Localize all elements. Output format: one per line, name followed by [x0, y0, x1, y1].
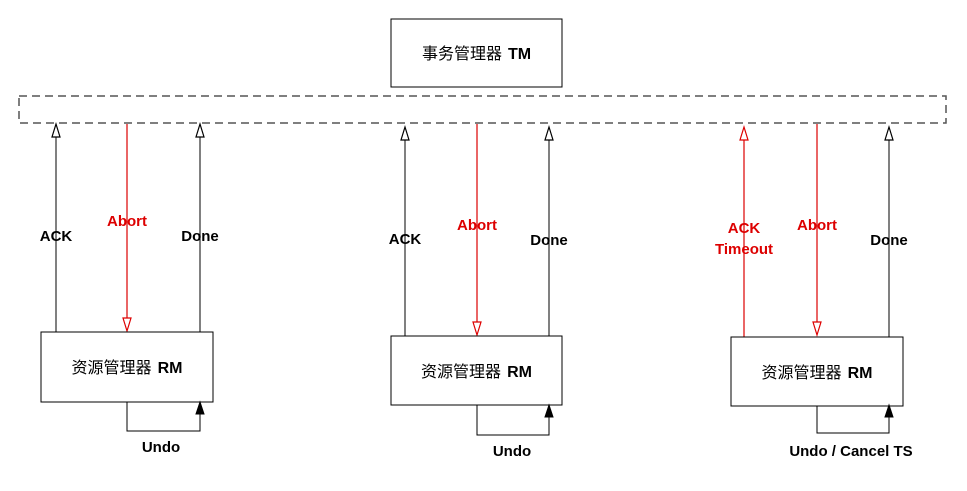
ack-label-3: ACK: [728, 220, 761, 237]
done-arrowhead-3: [884, 124, 894, 141]
rm-code-2: RM: [507, 364, 532, 381]
abort-label-2: Abort: [457, 217, 497, 234]
message-bus: [18, 95, 947, 124]
rm-name-2: 资源管理器: [421, 363, 501, 381]
rm-group-2: ACK Abort Done 资源管理器 RM Undo: [389, 124, 568, 460]
rm-label-2: 资源管理器 RM: [421, 363, 532, 381]
undo-arrowhead-1: [195, 400, 205, 415]
tm-label: 事务管理器 TM: [422, 45, 531, 63]
rm-code-1: RM: [158, 360, 183, 377]
rm-label-1: 资源管理器 RM: [72, 359, 183, 377]
done-arrowhead-1: [195, 121, 205, 138]
tm-name: 事务管理器: [422, 45, 502, 63]
rm-group-1: ACK Abort Done 资源管理器 RM Undo: [40, 121, 219, 456]
done-label-2: Done: [530, 232, 568, 249]
rm-name-3: 资源管理器: [762, 364, 842, 382]
done-arrowhead-2: [544, 124, 554, 141]
done-label-3: Done: [870, 232, 908, 249]
rm-group-3: ACK Timeout Abort Done 资源管理器 RM Undo / Ca…: [715, 124, 913, 460]
undo-loop-3: [816, 406, 890, 434]
abort-arrowhead-1: [122, 317, 132, 334]
undo-label-1: Undo: [142, 439, 180, 456]
undo-arrowhead-3: [884, 403, 894, 418]
done-label-1: Done: [181, 228, 219, 245]
rm-label-3: 资源管理器 RM: [762, 364, 873, 382]
ack-arrowhead-2: [400, 124, 410, 141]
ack-arrowhead-1: [51, 121, 61, 138]
abort-label-1: Abort: [107, 213, 147, 230]
abort-arrowhead-2: [472, 321, 482, 338]
ack-timeout-label-3: Timeout: [715, 241, 773, 258]
undo-loop-1: [126, 402, 201, 432]
tm-box: [390, 18, 563, 88]
ack-label-1: ACK: [40, 228, 73, 245]
tm-code: TM: [508, 46, 531, 63]
undo-loop-2: [476, 405, 550, 436]
undo-arrowhead-2: [544, 403, 554, 418]
rm-name-1: 资源管理器: [72, 359, 152, 377]
tm-node: 事务管理器 TM: [390, 18, 563, 88]
ack-timeout-arrowhead-3: [739, 124, 749, 141]
rm-code-3: RM: [848, 365, 873, 382]
abort-arrowhead-3: [812, 321, 822, 338]
rm-box-1: [40, 331, 214, 403]
rm-box-2: [390, 335, 563, 406]
ack-label-2: ACK: [389, 231, 422, 248]
abort-label-3: Abort: [797, 217, 837, 234]
undo-label-3: Undo / Cancel TS: [789, 443, 912, 460]
undo-label-2: Undo: [493, 443, 531, 460]
